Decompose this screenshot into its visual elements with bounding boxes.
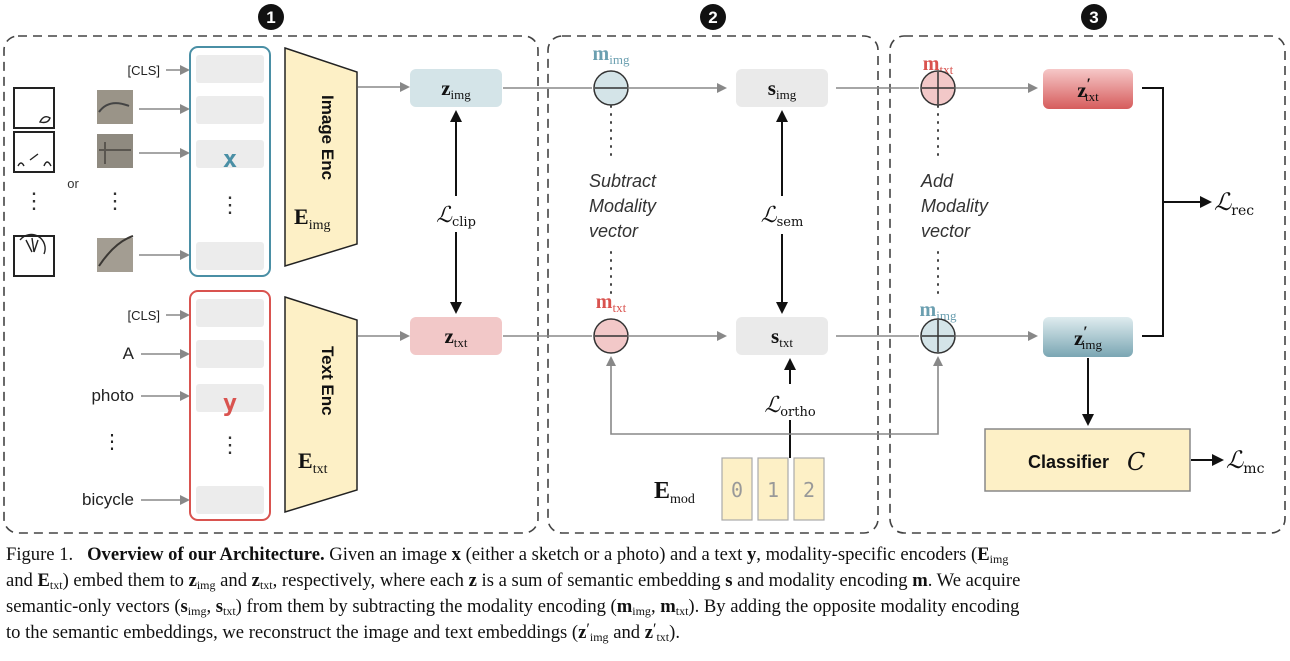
s-img-box xyxy=(736,69,828,107)
svg-text:A: A xyxy=(123,344,135,363)
s-txt-label: stxt xyxy=(771,324,793,350)
s-txt-box xyxy=(736,317,828,355)
text-encoder xyxy=(284,295,358,514)
svg-text:3: 3 xyxy=(1089,8,1098,27)
z-txt-prime-box xyxy=(1043,69,1133,109)
figure-caption: Figure 1. Overview of our Architecture. … xyxy=(6,544,1021,644)
text-tokens: [CLS] A photo ⋮ bicycle xyxy=(82,308,160,509)
svg-text:1: 1 xyxy=(767,478,779,502)
caption-figure-number: Figure 1. xyxy=(6,544,74,565)
clip-loss-label: ℒclip xyxy=(436,203,476,230)
svg-text:vector: vector xyxy=(921,221,971,241)
rec-bracket xyxy=(1142,87,1164,337)
mc-loss-label: ℒmc xyxy=(1226,446,1265,477)
e-mod-table: 0 1 2 xyxy=(721,457,825,521)
svg-text:1: 1 xyxy=(266,8,275,27)
s-img-label: simg xyxy=(768,76,797,102)
ortho-loss-label: ℒortho xyxy=(764,393,815,420)
svg-text:2: 2 xyxy=(803,478,815,502)
svg-text:⋮: ⋮ xyxy=(102,431,122,453)
emod-to-mtxt-arrow xyxy=(606,356,790,435)
text-token-dots: ⋮ xyxy=(219,432,241,457)
caption-title: Overview of our Architecture. xyxy=(87,544,325,565)
image-vector-x: x xyxy=(223,145,237,173)
z-txt-label: ztxt xyxy=(444,324,467,350)
e-mod-label: Emod xyxy=(654,478,695,507)
rec-loss-label: ℒrec xyxy=(1214,188,1254,219)
photo-thumbnails xyxy=(97,90,134,272)
svg-text:Modality: Modality xyxy=(589,196,657,216)
svg-text:Subtract: Subtract xyxy=(589,171,657,191)
svg-text:0: 0 xyxy=(731,478,743,502)
sketch-dots: ⋮ xyxy=(23,188,45,213)
sketch-thumbnails xyxy=(13,87,55,277)
add-modality-label: Add Modality vector xyxy=(920,171,989,241)
photo-dots: ⋮ xyxy=(104,188,126,213)
stage-3-panel xyxy=(889,35,1286,534)
classifier-box xyxy=(984,428,1191,492)
svg-text:[CLS]: [CLS] xyxy=(127,308,160,323)
sem-loss-label: ℒsem xyxy=(761,203,804,230)
text-token-slots xyxy=(196,299,264,514)
stage-2-panel xyxy=(547,35,879,534)
m-img-label-stage2: mimg xyxy=(593,43,630,67)
image-encoder-symbol: Eimg xyxy=(294,204,330,233)
image-encoder-label: Image Enc xyxy=(318,95,337,180)
stage-3-badge: 3 xyxy=(1081,4,1107,30)
emod-to-mimg-arrow xyxy=(790,356,943,435)
svg-text:photo: photo xyxy=(91,386,134,405)
svg-text:Add: Add xyxy=(920,171,954,191)
text-encoder-symbol: Etxt xyxy=(298,448,328,477)
classifier-symbol: C xyxy=(1127,448,1145,476)
svg-text:Modality: Modality xyxy=(921,196,989,216)
z-img-box xyxy=(410,69,502,107)
z-img-label: zimg xyxy=(441,76,471,102)
classifier-label: Classifier xyxy=(1028,452,1109,472)
z-img-prime-label: z′img xyxy=(1074,324,1103,352)
stage-2-badge: 2 xyxy=(700,4,726,30)
architecture-diagram: 1 2 3 ⋮ or ⋮ [CLS] xyxy=(3,4,1286,534)
image-token-slots xyxy=(196,55,264,270)
image-encoder xyxy=(284,46,358,268)
z-txt-prime-label: z′txt xyxy=(1077,76,1099,104)
text-encoder-label: Text Enc xyxy=(318,346,337,416)
z-img-prime-box xyxy=(1043,317,1133,357)
z-txt-box xyxy=(410,317,502,355)
image-cls-token: [CLS] xyxy=(127,63,160,78)
stage-1-badge: 1 xyxy=(258,4,284,30)
svg-text:bicycle: bicycle xyxy=(82,490,134,509)
svg-text:vector: vector xyxy=(589,221,639,241)
text-input-arrows xyxy=(141,310,190,505)
m-txt-label-stage2: mtxt xyxy=(596,291,627,315)
svg-text:2: 2 xyxy=(708,8,717,27)
or-label: or xyxy=(67,176,79,191)
text-vector-y: y xyxy=(223,389,237,417)
subtract-modality-label: Subtract Modality vector xyxy=(589,171,657,241)
image-token-dots: ⋮ xyxy=(219,192,241,217)
image-input-arrows xyxy=(139,65,190,260)
